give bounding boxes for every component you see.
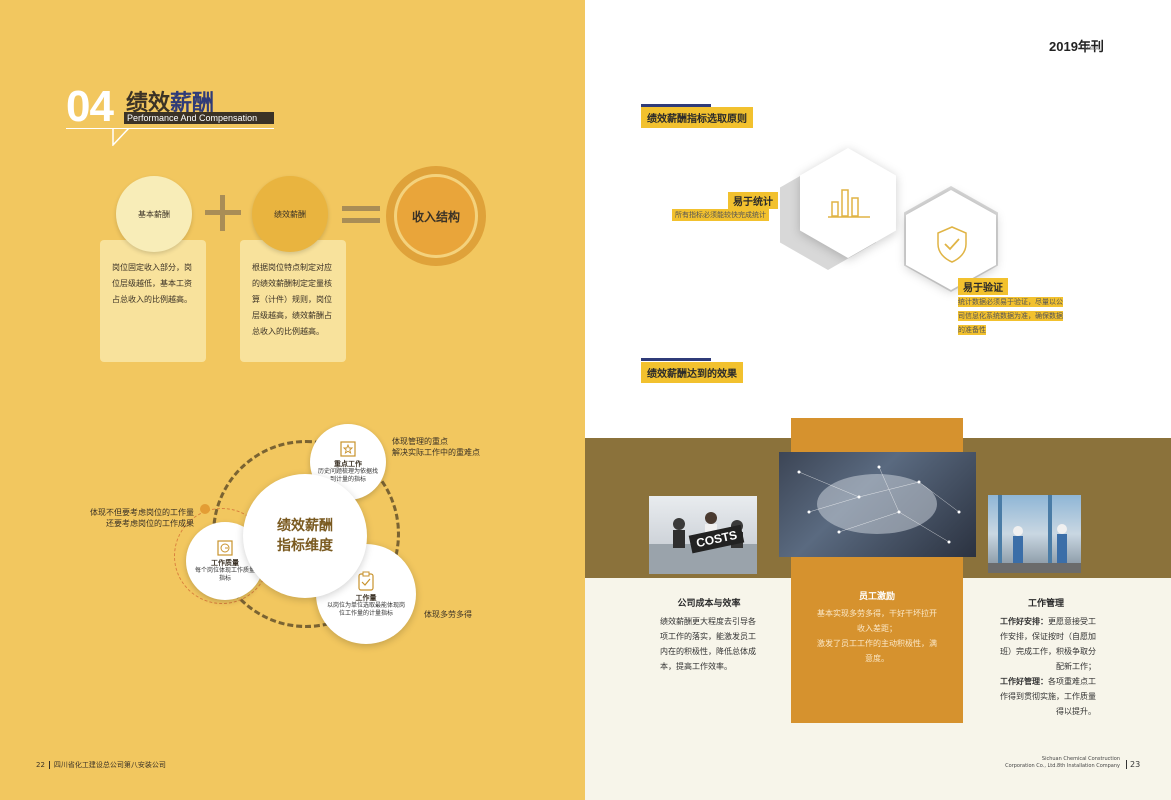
principles-heading-bar — [641, 104, 711, 107]
footer-right: Sichuan Chemical Construction Corporatio… — [990, 756, 1120, 770]
header-pointer — [112, 128, 130, 146]
verification-desc-2: 司信息化系统数据为准，确保数据 — [958, 311, 1063, 321]
section-number: 04 — [66, 82, 114, 131]
work-management-lead-1: 工作好安排： — [1000, 617, 1048, 626]
left-page-number: 22 — [36, 761, 50, 769]
shield-check-icon — [937, 226, 967, 263]
verification-desc-1: 统计数据必须易于验证，尽量以公 — [958, 297, 1063, 307]
perf-salary-circle: 绩效薪酬 — [252, 176, 328, 252]
principle-statistics-desc: 所有指标必须能较快完成统计 — [672, 209, 769, 221]
left-page-background — [0, 0, 585, 800]
work-management-title: 工作管理 — [1027, 599, 1064, 609]
label-work-quality-1: 体现不但要考虑岗位的工作量 — [90, 508, 194, 517]
label-key-work: 体现管理的重点 解决实际工作中的重难点 — [392, 436, 480, 458]
clipboard-check-icon — [358, 571, 374, 591]
income-structure-circle: 收入结构 — [394, 174, 478, 258]
employee-incentive-text: 基本实现多劳多得，干好干坏拉开收入差距； 激发了员工工作的主动积极性，满意度。 — [816, 606, 938, 666]
work-quality-title: 工作质量 — [211, 559, 239, 567]
right-company-name-1: Sichuan Chemical Construction — [1041, 756, 1120, 762]
workers-graphic — [988, 495, 1081, 573]
principle-verification-title: 易于验证 — [958, 278, 1008, 295]
bar-chart-icon — [828, 189, 870, 218]
teamwork-hands-photo — [779, 452, 976, 557]
equals-sign-top — [342, 206, 380, 211]
work-management-lead-2: 工作好管理： — [1000, 677, 1048, 686]
basic-salary-desc: 岗位固定收入部分，岗位层级越低，基本工资占总收入的比例越高。 — [100, 240, 206, 362]
star-document-icon — [340, 441, 356, 457]
label-key-work-1: 体现管理的重点 — [392, 437, 448, 446]
node-center: 绩效薪酬 指标维度 — [243, 474, 367, 598]
left-company-name: 四川省化工建设总公司第八安装公司 — [53, 761, 166, 769]
plus-sign-v — [220, 195, 225, 231]
label-work-quality: 体现不但要考虑岗位的工作量 还要考虑岗位的工作成果 — [78, 507, 194, 529]
principles-heading: 绩效薪酬指标选取原则 — [641, 107, 753, 128]
income-structure-label: 收入结构 — [411, 209, 460, 224]
principle-verification-desc: 统计数据必须易于验证，尽量以公 司信息化系统数据为准，确保数据 的准备性 — [958, 295, 1090, 337]
equals-sign-bottom — [342, 218, 380, 223]
network-globe-graphic — [797, 465, 961, 544]
work-management-text: 工作好安排：更愿意接受工作安排，保证按时（自愿加班）完成工作，积极争取分配新工作… — [996, 614, 1096, 719]
principle-statistics-title: 易于统计 — [728, 192, 778, 209]
annual-title: 2019年刊 — [1049, 39, 1104, 54]
work-management-text-1: 更愿意接受工作安排，保证按时（自愿加班）完成工作，积极争取分配新工作； — [1000, 617, 1096, 671]
workload-desc: 以岗位为单位选取最能体现岗位工作量的计量指标 — [326, 602, 405, 617]
employee-incentive-text-1: 基本实现多劳多得，干好干坏拉开收入差距； — [817, 609, 937, 633]
orbit-dot — [200, 504, 210, 514]
employee-incentive-text-2: 激发了员工工作的主动积极性，满意度。 — [817, 639, 937, 663]
company-cost-text: 绩效薪酬更大程度去引导各项工作的落实，能激发员工内在的积极性，降低总体成本，提高… — [660, 617, 756, 671]
center-line1: 绩效薪酬 — [277, 518, 333, 534]
basic-salary-label: 基本薪酬 — [138, 209, 170, 219]
label-key-work-2: 解决实际工作中的重难点 — [392, 448, 480, 457]
effects-heading: 绩效薪酬达到的效果 — [641, 362, 743, 383]
effects-heading-bar — [641, 358, 711, 361]
right-page-number: 23 — [1126, 760, 1140, 769]
construction-workers-photo — [988, 495, 1081, 573]
label-workload: 体现多劳多得 — [424, 610, 472, 619]
workload-title: 工作量 — [355, 594, 377, 602]
right-company-name-2: Corporation Co., Ltd.8th Installation Co… — [1005, 763, 1120, 769]
basic-salary-circle: 基本薪酬 — [116, 176, 192, 252]
quality-chart-icon — [217, 540, 233, 556]
perf-salary-label: 绩效薪酬 — [274, 209, 306, 219]
employee-incentive-title: 员工激励 — [858, 592, 895, 602]
perf-salary-desc: 根据岗位特点制定对应的绩效薪酬制定定量核算（计件）规则，岗位层级越高，绩效薪酬占… — [240, 240, 346, 362]
page-title: 绩效薪酬 — [126, 85, 214, 117]
verification-desc-3: 的准备性 — [958, 325, 986, 335]
label-work-quality-2: 还要考虑岗位的工作成果 — [106, 519, 194, 528]
title-part1: 绩效 — [126, 91, 171, 116]
center-line2: 指标维度 — [277, 538, 333, 554]
company-cost-title: 公司成本与效率 — [677, 599, 741, 609]
work-quality-desc: 每个岗位体现工作质量指标 — [195, 567, 256, 582]
annual-subtitle: ANNUAL — [1084, 46, 1101, 51]
title-part2: 薪酬 — [170, 91, 215, 116]
page-title-english: Performance And Compensation — [124, 112, 274, 124]
work-management-text-2: 各项重难点工作得到贯彻实施，工作质量得以提升。 — [1000, 677, 1096, 716]
header-underline — [66, 128, 274, 129]
key-work-title: 重点工作 — [334, 460, 362, 468]
key-work-desc: 历史问题梳理为依据找到计量的指标 — [317, 468, 378, 483]
